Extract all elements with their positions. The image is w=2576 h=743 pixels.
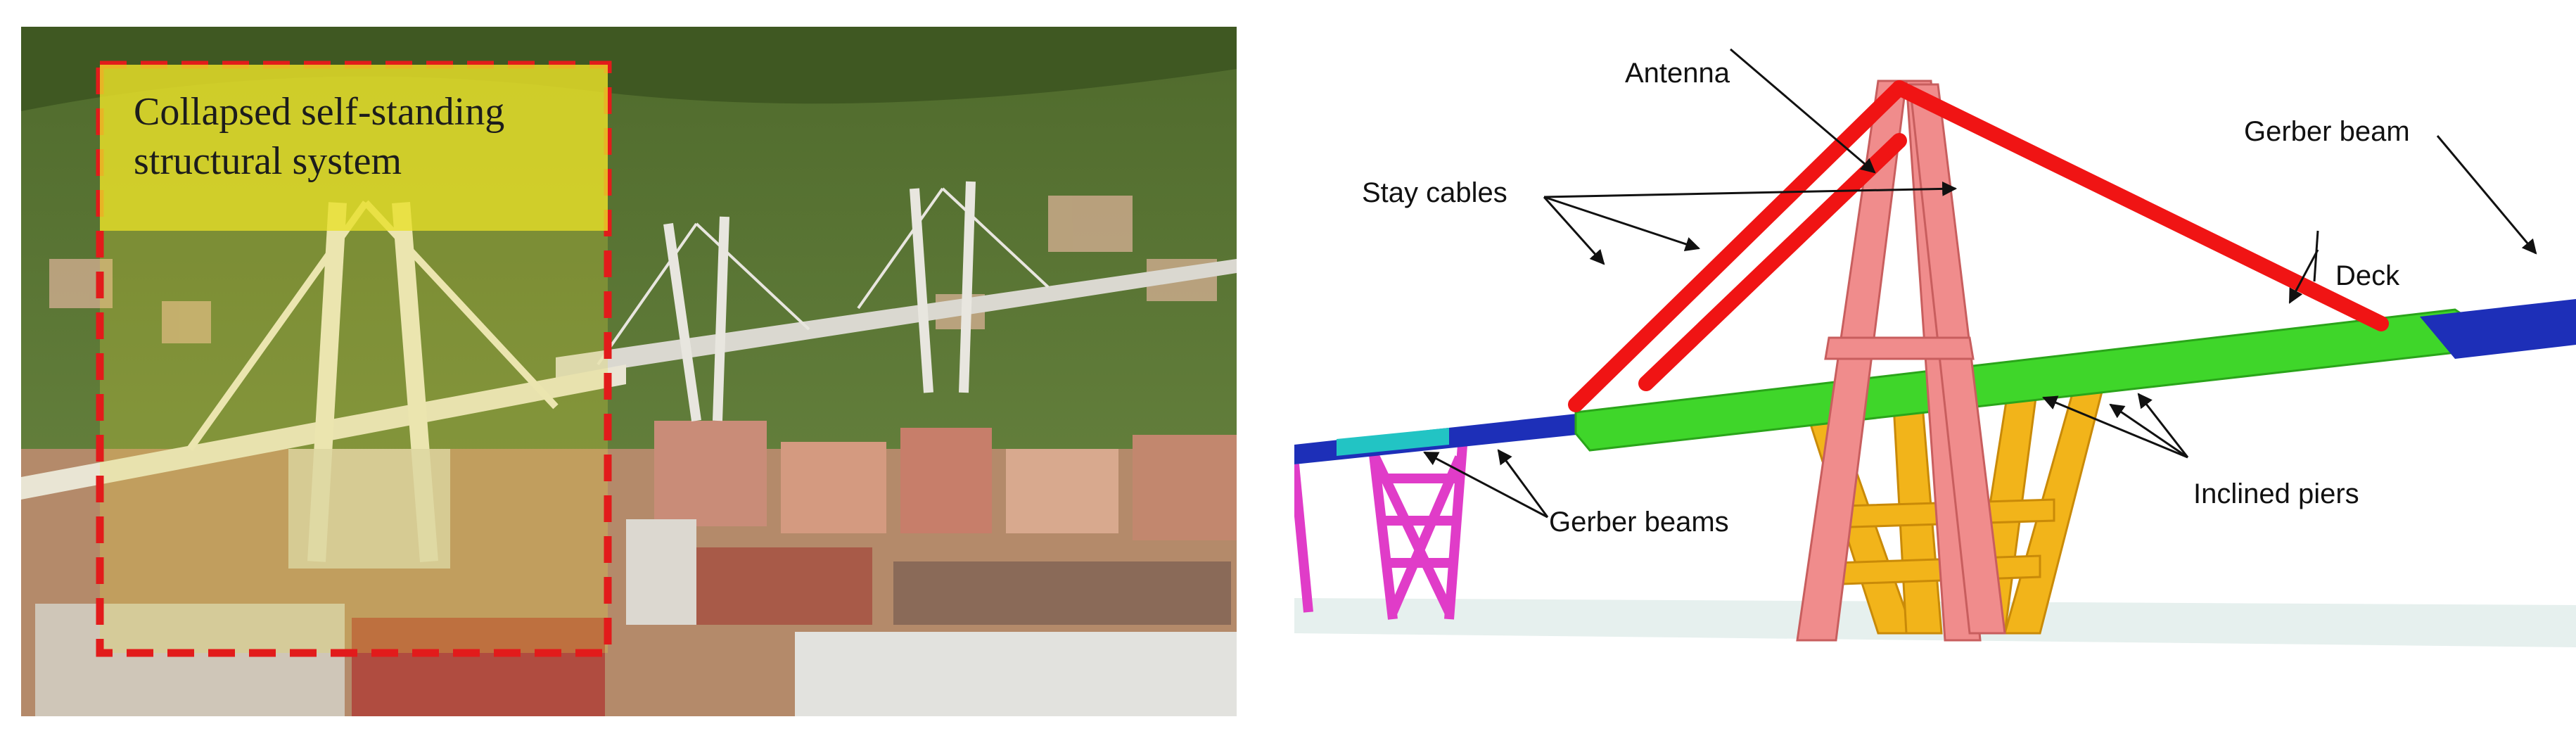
label-stay-cables: Stay cables	[1362, 177, 1507, 208]
bridge-photo: Collapsed self-standing structural syste…	[21, 27, 1237, 716]
label-antenna: Antenna	[1625, 58, 1730, 89]
caption-box	[100, 65, 608, 231]
label-deck: Deck	[2335, 260, 2400, 291]
antenna	[1796, 80, 2006, 642]
bridge-model-drawing	[1294, 48, 2576, 647]
gerber-beam-left-joint	[1337, 428, 1449, 456]
bridge-model-diagram: Antenna Stay cables Gerber beam Deck Ger…	[1294, 14, 2576, 739]
annotation-arrows	[1423, 48, 2537, 519]
label-gerber-beams: Gerber beams	[1549, 507, 1729, 538]
stay-cables	[1568, 80, 2389, 412]
gerber-beam-right	[2420, 299, 2576, 359]
photo-caption: Collapsed self-standing structural syste…	[134, 90, 505, 183]
left-pier	[1294, 436, 1468, 620]
label-gerber-beam: Gerber beam	[2244, 116, 2410, 147]
label-inclined-piers: Inclined piers	[2193, 478, 2359, 509]
